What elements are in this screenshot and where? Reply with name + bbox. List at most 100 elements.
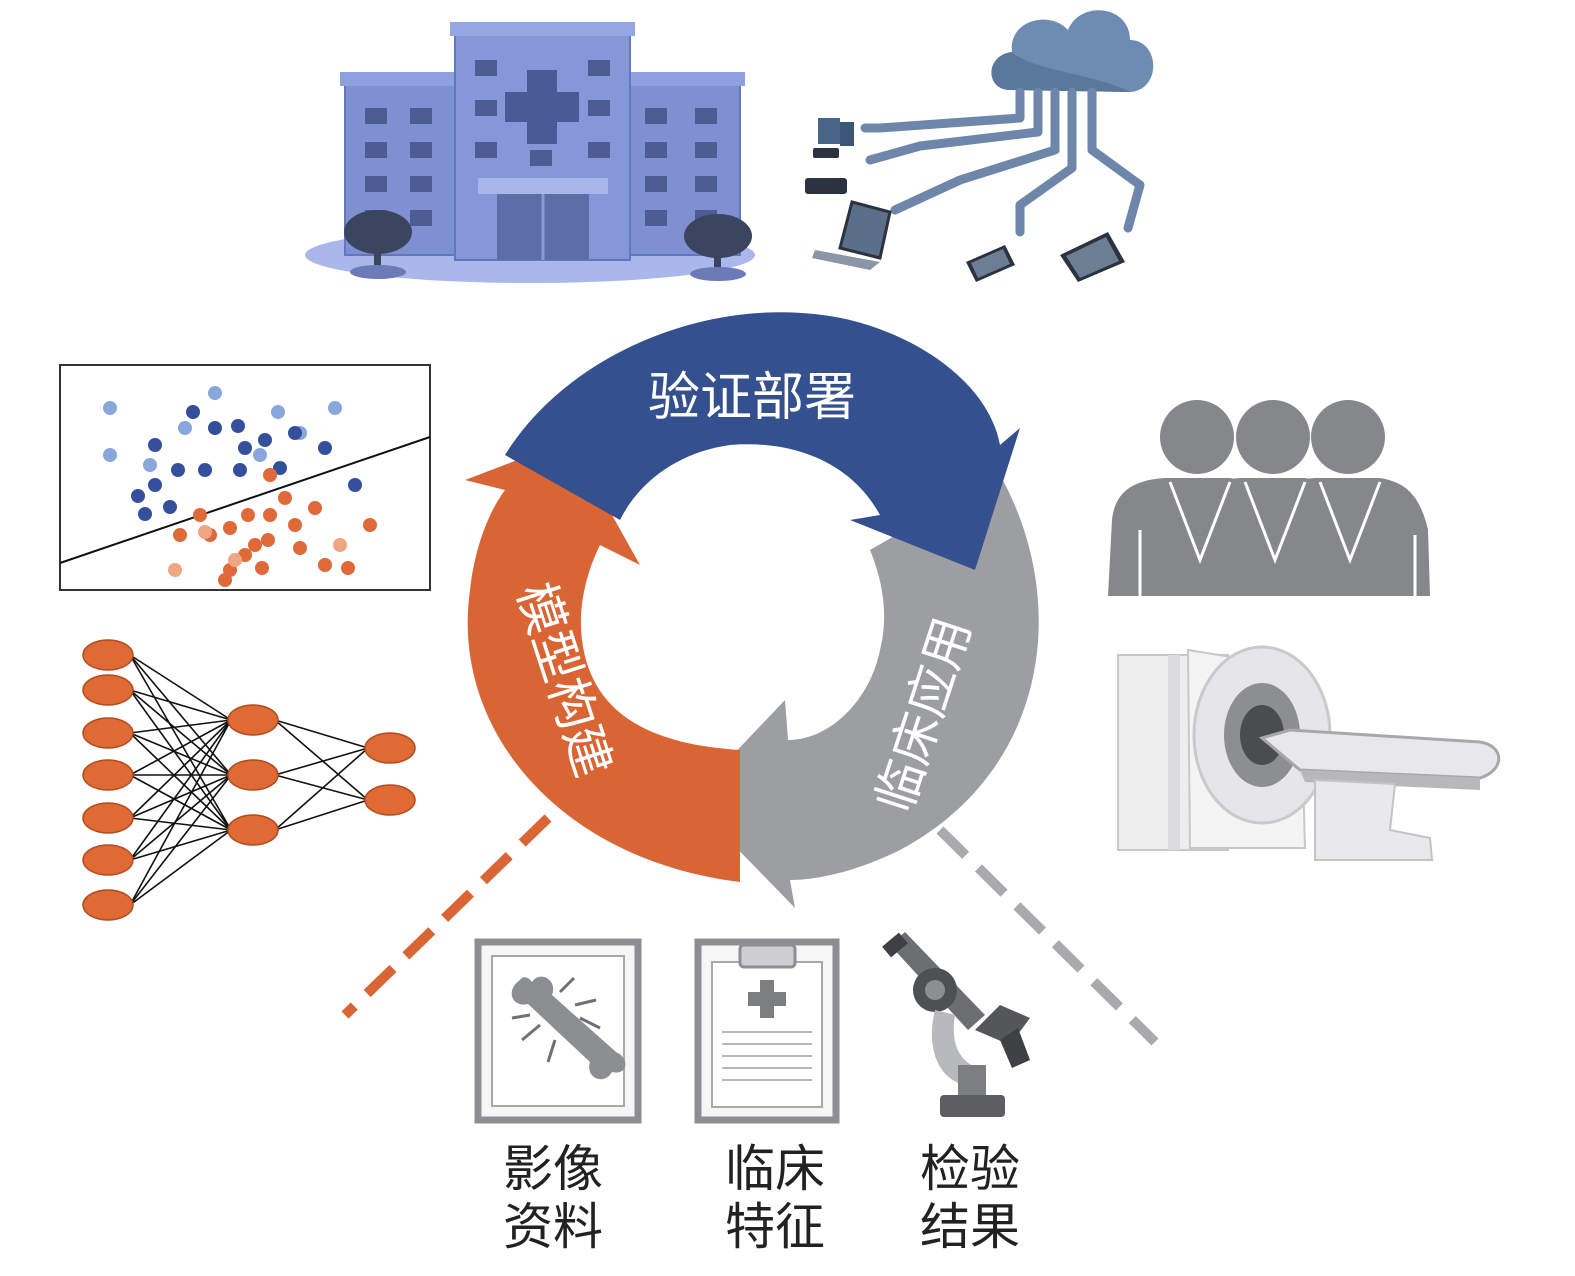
scatter-dot xyxy=(363,518,377,532)
scatter-dot xyxy=(168,563,182,577)
clinical-features-label-line2: 特征 xyxy=(725,1198,825,1256)
scatter-dot xyxy=(288,518,302,532)
dashed-connector-gray xyxy=(936,826,1159,1046)
microscope-icon xyxy=(882,932,1030,1117)
scatter-dot xyxy=(148,438,162,452)
nn-node xyxy=(364,784,416,816)
nn-edge xyxy=(129,654,232,776)
imaging-data-label-line2: 资料 xyxy=(503,1198,603,1256)
nn-node xyxy=(82,639,134,671)
scatter-dot xyxy=(348,478,362,492)
nn-edge xyxy=(129,719,232,906)
nn-node xyxy=(82,717,134,749)
scatter-dot xyxy=(198,463,212,477)
scatter-dot xyxy=(278,491,292,505)
imaging-data-label-line1: 影像 xyxy=(503,1140,603,1198)
smartphone-icon xyxy=(966,245,1015,282)
model-building-arrow xyxy=(465,440,740,882)
scatter-dot xyxy=(258,433,272,447)
nn-node xyxy=(82,844,134,876)
scatter-dot xyxy=(288,426,302,440)
scatter-dot xyxy=(198,525,212,539)
neural-network-icon xyxy=(82,639,416,921)
clinical-features-label: 临床 特征 xyxy=(700,1140,850,1256)
scatter-dot xyxy=(263,508,277,522)
scatter-classifier-icon xyxy=(59,364,431,591)
clinical-features-label-line1: 临床 xyxy=(725,1140,825,1198)
hospital-icon xyxy=(305,22,755,283)
scatter-dot xyxy=(318,558,332,572)
nn-node xyxy=(82,889,134,921)
ct-scanner-icon xyxy=(1117,645,1501,861)
scatter-dot xyxy=(263,468,277,482)
nn-node xyxy=(227,759,279,791)
dashed-connector-orange xyxy=(341,814,552,1019)
scatter-dot xyxy=(308,501,322,515)
lab-results-label-line2: 结果 xyxy=(920,1198,1020,1256)
nn-edge xyxy=(274,747,369,831)
nn-edge xyxy=(129,654,232,721)
scatter-dot xyxy=(241,508,255,522)
nn-node xyxy=(227,814,279,846)
nn-edge xyxy=(274,719,369,749)
nn-edge xyxy=(129,689,232,721)
scatter-dot xyxy=(328,401,342,415)
scatter-dot xyxy=(173,528,187,542)
cloud-network-icon xyxy=(805,10,1154,282)
nn-edge xyxy=(274,774,369,801)
scatter-dot xyxy=(143,458,157,472)
workflow-cycle: 验证部署 临床应用 模型构建 xyxy=(465,312,1039,908)
nn-edge xyxy=(274,799,369,831)
scatter-dot xyxy=(261,533,275,547)
scatter-dot xyxy=(318,441,332,455)
nn-edge xyxy=(129,829,232,861)
nn-node xyxy=(82,674,134,706)
nn-edge xyxy=(129,654,232,831)
scatter-dot xyxy=(218,573,232,587)
scatter-dot xyxy=(171,463,185,477)
nn-node xyxy=(364,732,416,764)
tablet-icon xyxy=(1060,232,1125,282)
nn-edge xyxy=(129,774,232,819)
lab-results-label: 检验 结果 xyxy=(895,1140,1045,1256)
nn-edge xyxy=(129,774,232,861)
scatter-dot xyxy=(231,419,245,433)
nn-edge xyxy=(129,732,232,831)
clipboard-medical-icon xyxy=(694,938,840,1124)
tree-icon xyxy=(344,210,412,279)
scatter-dot xyxy=(193,508,207,522)
nn-edge xyxy=(129,689,232,831)
validate-deploy-label: 验证部署 xyxy=(648,368,856,428)
scatter-dot xyxy=(253,448,267,462)
lab-results-label-line1: 检验 xyxy=(920,1140,1020,1198)
scatter-dot xyxy=(248,538,262,552)
scatter-dot xyxy=(208,386,222,400)
nn-edge xyxy=(129,774,232,906)
people-group-icon xyxy=(1108,400,1430,596)
clinical-application-arrow xyxy=(690,475,1039,908)
xray-bone-icon xyxy=(474,938,642,1124)
nn-edge xyxy=(129,719,232,734)
scatter-dot xyxy=(148,478,162,492)
nn-node xyxy=(227,704,279,736)
scatter-dot xyxy=(138,507,152,521)
scatter-dot xyxy=(208,421,222,435)
nn-node xyxy=(82,759,134,791)
tree-icon xyxy=(684,214,752,281)
scatter-dot xyxy=(228,553,242,567)
nn-edge xyxy=(129,817,232,831)
desktop-computer-icon xyxy=(818,118,854,146)
nn-edge xyxy=(274,719,369,801)
keyboard-icon xyxy=(813,148,839,158)
scatter-dot xyxy=(341,561,355,575)
nn-edge xyxy=(129,719,232,861)
nn-edge xyxy=(274,747,369,776)
laptop-icon xyxy=(812,200,892,270)
imaging-data-label: 影像 资料 xyxy=(478,1140,628,1256)
scatter-dot xyxy=(255,561,269,575)
scatter-dot xyxy=(178,421,192,435)
scatter-dot xyxy=(103,448,117,462)
nn-edge xyxy=(129,732,232,776)
nn-node xyxy=(82,802,134,834)
